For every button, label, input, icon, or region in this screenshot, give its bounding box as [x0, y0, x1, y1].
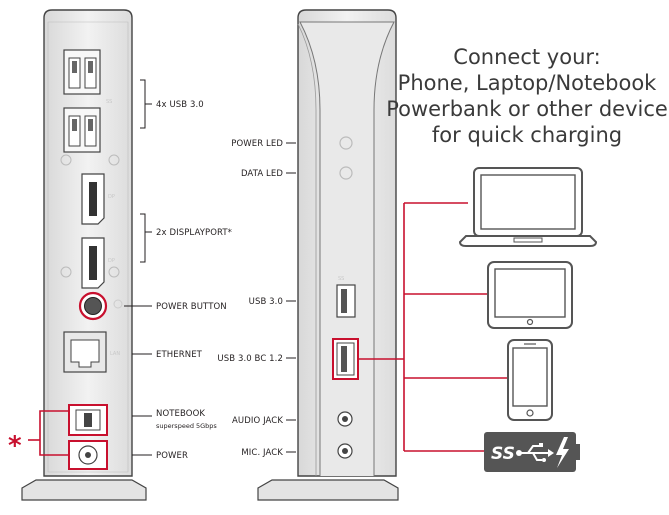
heading-line-3: Powerbank or other device: [386, 97, 668, 121]
label-displayport: 2x DISPLAYPORT*: [156, 228, 232, 238]
power-led-icon: [339, 136, 353, 150]
displayport-group: DP DP: [81, 173, 115, 289]
label-data-led: DATA LED: [241, 169, 283, 179]
svg-text:DP: DP: [108, 194, 115, 200]
ethernet-port-graphic: LAN: [63, 331, 120, 373]
label-ethernet: ETHERNET: [156, 350, 203, 360]
laptop-icon: [458, 167, 598, 247]
tablet-icon: [487, 261, 573, 329]
asterisk-connector: [28, 410, 69, 456]
svg-text:LAN: LAN: [110, 351, 120, 357]
powerbank-ss-text: SS: [491, 444, 515, 464]
label-power: POWER: [156, 451, 188, 461]
label-front-usb30-bc: USB 3.0 BC 1.2: [217, 354, 283, 364]
label-notebook-sub: superspeed 5Gbps: [156, 422, 217, 430]
svg-text:DP: DP: [108, 258, 115, 264]
left-callouts: [124, 79, 152, 456]
notebook-port-graphic: [68, 404, 108, 436]
data-led-icon: [339, 166, 353, 180]
label-front-usb30: USB 3.0: [249, 297, 283, 307]
middle-callouts: [286, 142, 296, 453]
power-jack-graphic: [68, 440, 108, 470]
usb-trident-icon: [520, 445, 548, 461]
heading-line-2: Phone, Laptop/Notebook: [398, 71, 658, 95]
label-power-led: POWER LED: [231, 139, 283, 149]
power-button-graphic: [78, 291, 123, 321]
label-mic-jack: MIC. JACK: [241, 448, 283, 458]
heading-line-1: Connect your:: [453, 45, 600, 69]
asterisk: *: [8, 431, 22, 461]
heading-line-4: for quick charging: [432, 123, 622, 147]
usb-ports-group: SS: [63, 49, 112, 153]
label-notebook: NOTEBOOK: [156, 409, 205, 419]
label-audio-jack: AUDIO JACK: [232, 416, 283, 426]
svg-text:SS: SS: [106, 99, 112, 105]
dock-front-view: SS: [257, 9, 399, 501]
svg-text:SS: SS: [338, 276, 344, 282]
dock-back-view: SS DP DP LAN: [21, 9, 147, 501]
lightning-icon: [556, 437, 569, 468]
device-connector-lines: [358, 202, 508, 452]
powerbank-icon: SS: [484, 432, 580, 472]
phone-icon: [507, 339, 553, 421]
label-usb30: 4x USB 3.0: [156, 100, 204, 110]
heading: Connect your: Phone, Laptop/Notebook Pow…: [386, 45, 668, 147]
label-power-button: POWER BUTTON: [156, 302, 227, 312]
